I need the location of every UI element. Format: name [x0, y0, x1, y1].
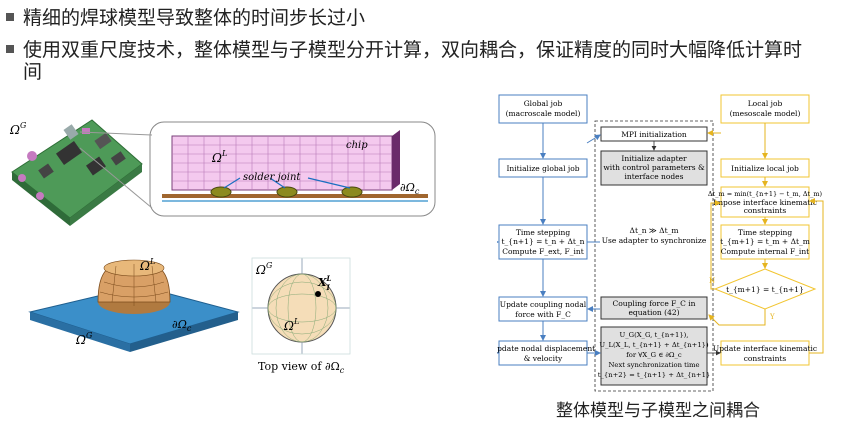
- coupling-force-box: [600, 296, 708, 320]
- solder-ball-3d: [28, 259, 240, 352]
- local-job-box: [720, 94, 810, 124]
- chip-label: chip: [346, 140, 368, 151]
- init-local-text: Initialize local job: [731, 164, 799, 173]
- coupling-flowchart: Global job (macroscale model) Local job …: [497, 94, 824, 392]
- mpi-init-text: MPI initialization: [621, 130, 687, 139]
- init-adapter-box: [600, 150, 708, 186]
- omega-l-label-ball: ΩL: [139, 257, 155, 273]
- solder-joint: [276, 186, 298, 198]
- coupling-force-line1: Coupling force F_C in: [613, 299, 696, 308]
- omega-g-label-board: ΩG: [9, 121, 27, 137]
- update-displacement-line1: Update nodal displacement: [497, 344, 595, 353]
- bullet-1: 精细的焊球模型导致整体的时间步长过小: [6, 6, 365, 30]
- update-coupling-line2: force with F_C: [515, 310, 571, 319]
- local-dt-line2: Impose interface kinematic: [713, 198, 817, 207]
- local-job-title: Local job: [748, 99, 783, 108]
- bullet-1-text: 精细的焊球模型导致整体的时间步长过小: [23, 7, 366, 29]
- local-job-subtitle: (mesoscale model): [730, 109, 801, 118]
- local-timestep-line3: Compute internal F_int: [721, 247, 809, 256]
- multiscale-model-figure: ΩG ΩL chip solder joint ∂: [9, 119, 436, 375]
- chip-mesh: [171, 130, 400, 191]
- omega-g-label-topview: ΩG: [255, 261, 273, 277]
- init-global-text: Initialize global job: [506, 164, 579, 173]
- top-view-diagram: [251, 257, 351, 355]
- local-dt-line1: Δt_m = min(t_{n+1} − t_m, Δt_m): [708, 190, 823, 198]
- adapter-region: [594, 120, 714, 392]
- local-dt-line3: constraints: [744, 206, 787, 215]
- pcb-strip: [162, 194, 428, 198]
- bullet-2-text-line2: 间: [23, 61, 43, 83]
- local-timestep-line1: Time stepping: [738, 228, 792, 237]
- sync-line3: for ∀X_G ∈ ∂Ω_c: [626, 351, 682, 359]
- sync-line1: U_G(X_G, t_{n+1}),: [620, 331, 689, 339]
- local-timestep-line2: t_{m+1} = t_m + Δt_m: [720, 237, 810, 246]
- update-coupling-line1: Update coupling nodal: [500, 300, 587, 309]
- global-timestep-line1: Time stepping: [516, 228, 570, 237]
- adapter-condition: Δt_n ≫ Δt_m: [630, 226, 679, 235]
- init-adapter-line1: Initialize adapter: [621, 154, 687, 163]
- solder-joint: [341, 186, 363, 198]
- init-adapter-line3: interface nodes: [625, 172, 684, 181]
- omega-g-label-plate: ΩG: [75, 331, 93, 347]
- coupling-force-line2: equation (42): [628, 308, 679, 317]
- solder-joint-label: solder joint: [243, 172, 301, 183]
- update-coupling-box: [498, 296, 588, 322]
- local-timestep-box: [720, 224, 810, 260]
- bullet-square-icon: [6, 13, 14, 21]
- update-kinematic-box: [720, 340, 810, 366]
- global-job-subtitle: (macroscale model): [506, 109, 581, 118]
- init-adapter-line2: with control parameters &: [603, 163, 705, 172]
- bullet-square-icon: [6, 45, 14, 53]
- figure-caption: 整体模型与子模型之间耦合: [556, 401, 760, 421]
- sync-line5: t_{n+2} = t_{n+1} + Δt_{n+1}: [598, 371, 710, 379]
- solder-joint: [210, 186, 232, 198]
- update-kinematic-line2: constraints: [744, 354, 787, 363]
- update-kinematic-line1: Update interface kinematic: [713, 344, 817, 353]
- sync-data-box: [600, 326, 708, 386]
- update-displacement-box: [498, 340, 588, 366]
- bullet-2-text-line1: 使用双重尺度技术，整体模型与子模型分开计算，双向耦合，保证精度的同时大幅降低计算…: [23, 39, 803, 61]
- local-dt-box: [720, 186, 810, 218]
- update-displacement-line2: & velocity: [524, 354, 563, 363]
- omega-l-label-chip: ΩL: [211, 149, 227, 165]
- sync-decision-text: t_{m+1} = t_{n+1}: [726, 285, 804, 294]
- decision-yes-label: Y: [769, 313, 775, 321]
- global-timestep-box: [498, 224, 588, 260]
- sync-line4: Next synchronization time: [608, 361, 699, 369]
- global-job-title: Global job: [524, 99, 563, 108]
- global-timestep-line2: t_{n+1} = t_n + Δt_n: [502, 237, 585, 246]
- boundary-label-ball: ∂Ωc: [172, 318, 192, 333]
- global-timestep-line3: Compute F_ext, F_int: [502, 247, 583, 256]
- bullet-2: 使用双重尺度技术，整体模型与子模型分开计算，双向耦合，保证精度的同时大幅降低计算…: [6, 38, 856, 84]
- circuit-board-image: [11, 119, 143, 226]
- omega-l-label-topview: ΩL: [283, 317, 299, 333]
- global-job-box: [498, 94, 588, 124]
- adapter-sync-text: Use adapter to synchronize: [602, 236, 707, 245]
- decision-no-label: N: [709, 277, 715, 285]
- top-view-label: Top view of ∂Ωc: [258, 360, 345, 375]
- sync-line2: U_L(X_L, t_{n+1} + Δt_{n+1}): [599, 341, 709, 349]
- boundary-label-callout: ∂Ωc: [400, 181, 420, 196]
